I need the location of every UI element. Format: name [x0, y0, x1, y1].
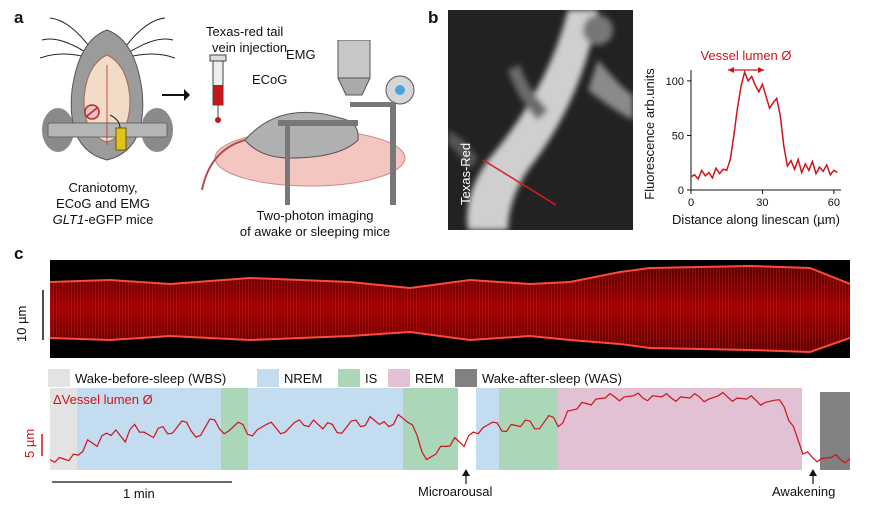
- legend-is: IS: [338, 368, 377, 388]
- band-rem: [558, 388, 802, 470]
- band-nrem: [476, 388, 499, 470]
- legend-swatch: [388, 369, 410, 387]
- glt1-italic: GLT1: [52, 212, 85, 227]
- y-tick-label: 0: [678, 185, 684, 197]
- y-tick-label: 100: [666, 76, 684, 88]
- ecog-label: ECoG: [252, 72, 288, 87]
- imaging-label-line2: of awake or sleeping mice: [239, 224, 391, 239]
- band-is: [221, 388, 248, 470]
- legend-wbs: Wake-before-sleep (WBS): [48, 368, 226, 388]
- injection-label-line1: Texas-red tail: [206, 24, 284, 39]
- vessel-lumen-trace-chart: 5 µm ΔVessel lumen Ø 1 min Microarousal …: [22, 388, 851, 501]
- craniotomy-label-line3: GLT1-eGFP mice: [28, 212, 178, 227]
- arrow-right-icon: [758, 67, 764, 73]
- legend-nrem: NREM: [257, 368, 322, 388]
- trace-scale-label: 5 µm: [22, 429, 37, 458]
- microarousal-label: Microarousal: [418, 484, 493, 499]
- band-was: [820, 392, 850, 470]
- mouse-head-illustration: [40, 17, 175, 161]
- kymograph-scale-bar: [42, 290, 44, 340]
- time-scale-label: 1 min: [123, 486, 155, 501]
- legend-label: IS: [365, 370, 378, 386]
- two-photon-setup-illustration: [201, 40, 415, 205]
- arrow-right-icon: [162, 89, 190, 101]
- trace-title: ΔVessel lumen Ø: [53, 392, 153, 407]
- awakening-arrow-icon: [809, 469, 817, 484]
- kymograph-image: [50, 260, 850, 358]
- legend-rem: REM: [388, 368, 444, 388]
- emg-label: EMG: [286, 47, 316, 62]
- legend-label: Wake-after-sleep (WAS): [482, 370, 622, 386]
- band-nrem: [248, 388, 403, 470]
- y-axis-label: Fluorescence arb.units: [642, 68, 657, 200]
- injection-label-line2: vein injection: [212, 40, 288, 55]
- microarousal-arrow-icon: [462, 469, 470, 484]
- chart-title: Vessel lumen Ø: [700, 48, 791, 63]
- x-axis-label: Distance along linescan (µm): [672, 212, 840, 227]
- panel-label-c: c: [14, 244, 24, 263]
- arrow-left-icon: [728, 67, 734, 73]
- band-nrem: [77, 388, 221, 470]
- vessel-lumen-line: [49, 391, 851, 464]
- legend-label: Wake-before-sleep (WBS): [75, 370, 227, 386]
- legend-swatch: [257, 369, 279, 387]
- legend-swatch: [48, 369, 70, 387]
- panel-label-a: a: [14, 8, 24, 27]
- kymograph-scale-label: 10 µm: [14, 305, 29, 342]
- legend-swatch: [338, 369, 360, 387]
- legend-swatch: [455, 369, 477, 387]
- x-tick-label: 60: [828, 197, 840, 209]
- vessel-micrograph: Texas-Red: [448, 10, 633, 230]
- imaging-label-line1: Two-photon imaging: [256, 208, 374, 223]
- craniotomy-label-line1: Craniotomy,: [68, 180, 138, 195]
- awakening-label: Awakening: [772, 484, 835, 499]
- legend-label: REM: [415, 370, 444, 386]
- glt1-suffix: -eGFP mice: [84, 212, 154, 227]
- legend-was: Wake-after-sleep (WAS): [455, 368, 622, 388]
- x-tick-label: 0: [688, 197, 694, 209]
- texas-red-label: Texas-Red: [458, 143, 473, 205]
- sleep-stage-bands: [50, 388, 850, 470]
- legend-label: NREM: [284, 370, 323, 386]
- fluorescence-line: [690, 69, 838, 181]
- craniotomy-label-line2: ECoG and EMG: [56, 196, 150, 211]
- x-tick-label: 30: [756, 197, 768, 209]
- panel-label-b: b: [428, 8, 439, 27]
- y-tick-label: 50: [672, 130, 684, 142]
- band-is: [403, 388, 458, 470]
